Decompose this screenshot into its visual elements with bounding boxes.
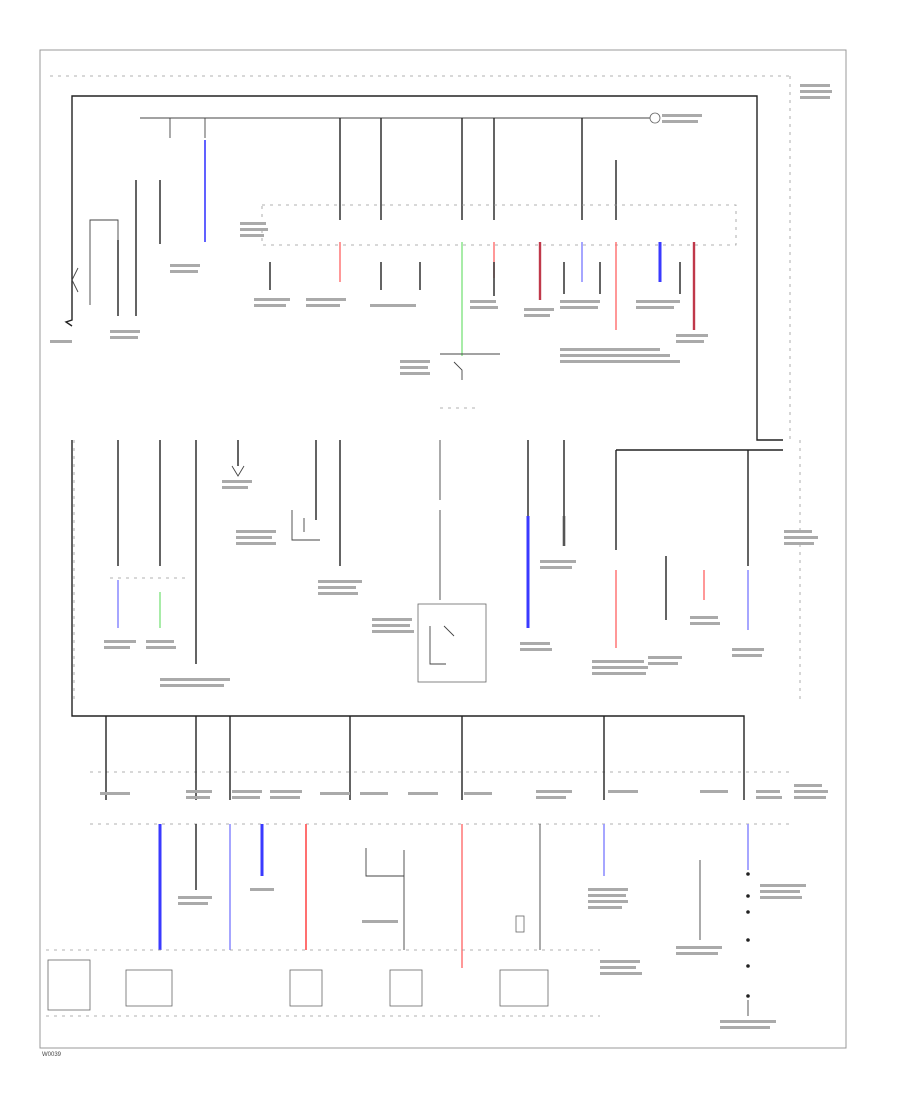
top-component-labels xyxy=(50,84,832,375)
bottom-relay-boxes xyxy=(47,915,549,1011)
main-power-bus xyxy=(71,95,783,441)
top-fuse-drops xyxy=(169,118,617,242)
diagram-footer-code: W0039 xyxy=(42,1052,62,1058)
top-section xyxy=(50,75,832,441)
middle-component-labels xyxy=(104,480,818,687)
bottom-component-labels xyxy=(100,784,828,1029)
bottom-section xyxy=(46,716,828,1029)
middle-section xyxy=(71,440,818,752)
diagram-frame xyxy=(39,49,847,1049)
